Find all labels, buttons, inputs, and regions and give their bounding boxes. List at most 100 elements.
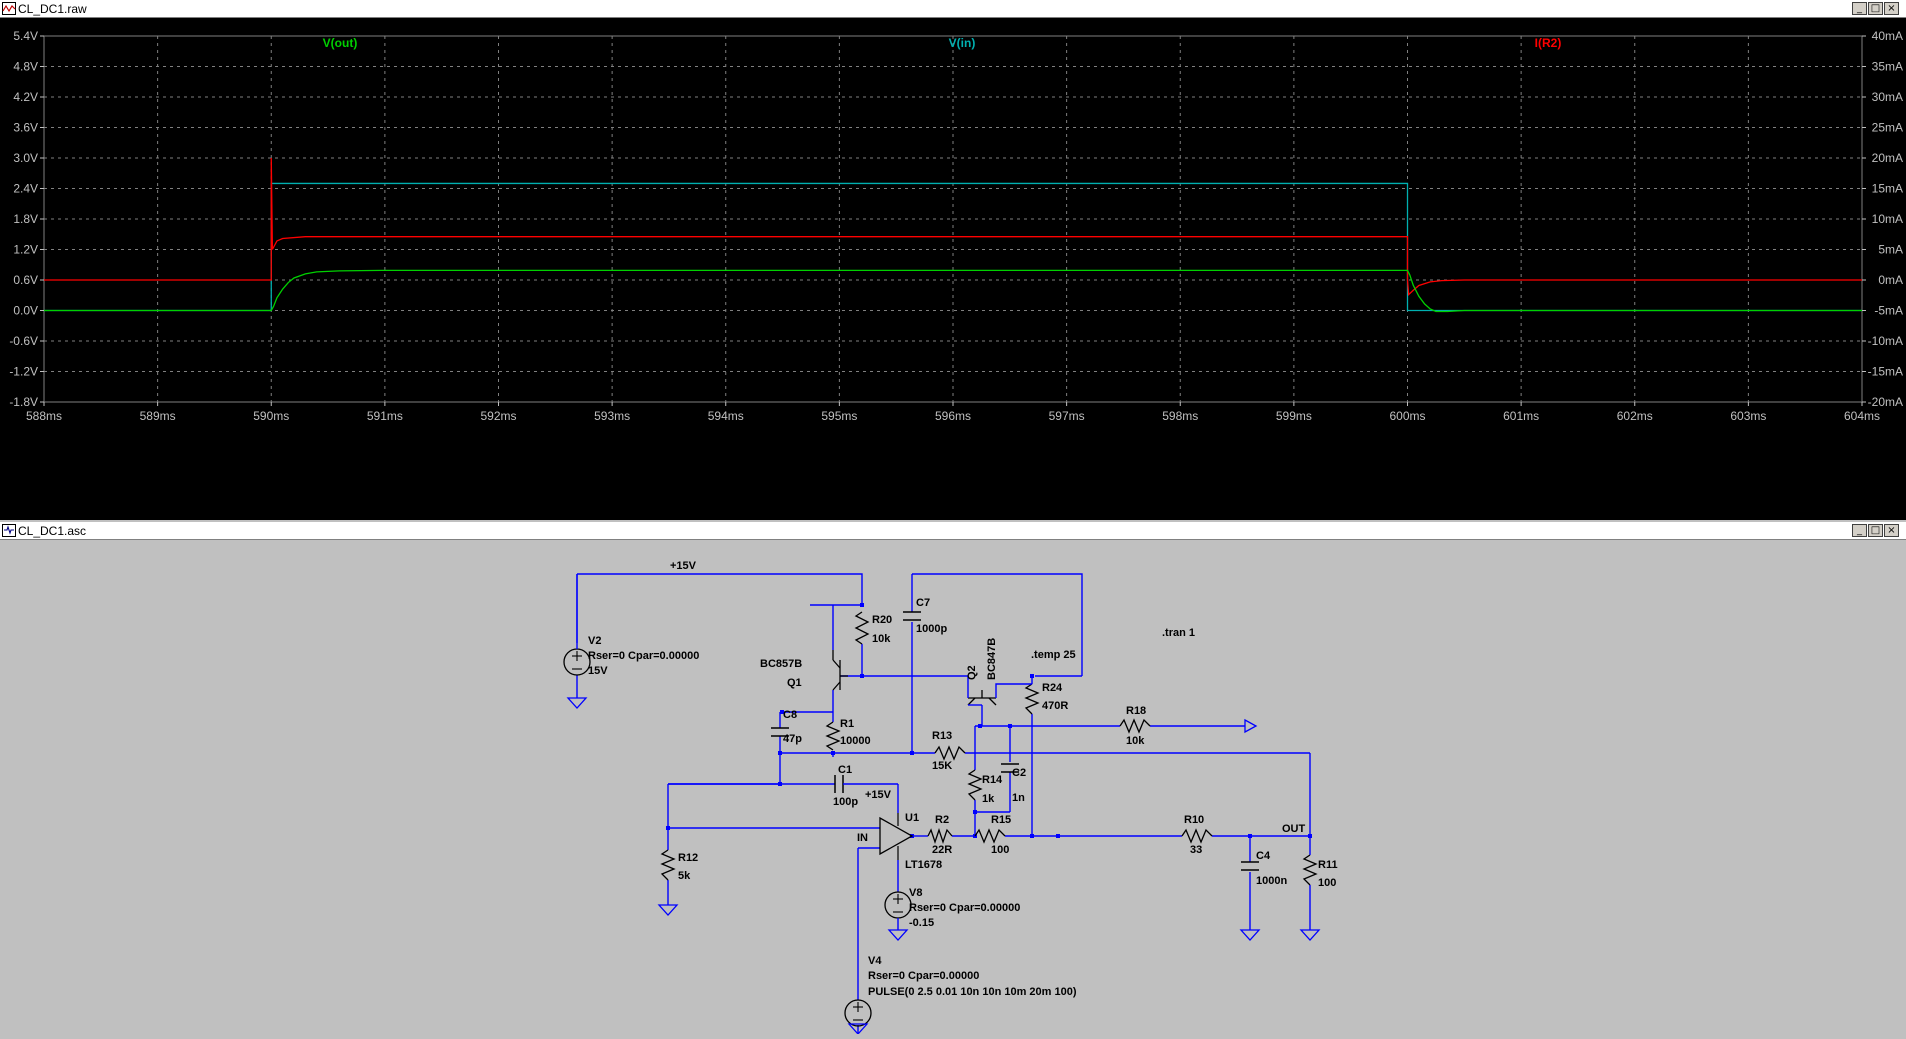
minimize-button[interactable]: _ (1852, 2, 1867, 15)
v2-params: Rser=0 Cpar=0.00000 (588, 650, 699, 662)
r1-value: 10000 (840, 735, 871, 747)
c4-value: 1000n (1256, 875, 1287, 887)
trace-i-r2- (44, 157, 1862, 297)
q1-name: Q1 (787, 677, 802, 689)
c8-value: 47p (783, 733, 802, 745)
v8-value: -0.15 (909, 917, 934, 929)
x-tick-label: 591ms (367, 409, 403, 423)
schematic-window[interactable]: CL_DC1.asc _ □ × (0, 522, 1906, 1035)
u1-type: LT1678 (905, 859, 942, 871)
waveform-titlebar[interactable]: CL_DC1.raw _ □ × (0, 0, 1906, 18)
close-button[interactable]: × (1884, 524, 1899, 537)
c2-value: 1n (1012, 792, 1025, 804)
y-tick-label: 2.4V (13, 182, 38, 196)
y-tick-label: 1.2V (13, 243, 38, 257)
resistors (660, 611, 1318, 886)
r24-name: R24 (1042, 682, 1063, 694)
minimize-button[interactable]: _ (1852, 524, 1867, 537)
r10-symbol (1181, 828, 1213, 844)
c8-name: C8 (783, 709, 797, 721)
r24-value: 470R (1042, 700, 1068, 712)
ground-icon (887, 929, 909, 941)
schematic-icon (2, 524, 16, 537)
r11-value: 100 (1318, 877, 1336, 889)
q1-type: BC857B (760, 658, 802, 670)
y-tick-label: 4.8V (13, 60, 38, 74)
x-tick-label: 593ms (594, 409, 630, 423)
y2-tick-label: 5mA (1878, 243, 1903, 257)
y2-tick-label: 15mA (1872, 182, 1903, 196)
c1-value: 100p (833, 796, 858, 808)
out-net-label: OUT (1282, 823, 1306, 835)
r13-name: R13 (932, 730, 952, 742)
r12-symbol (660, 849, 676, 881)
y-tick-label: 0.6V (13, 273, 38, 287)
y-tick-label: 5.4V (13, 29, 38, 43)
plot-traces (44, 157, 1862, 313)
r13-value: 15K (932, 760, 952, 772)
r12-name: R12 (678, 852, 698, 864)
r2-value: 22R (932, 844, 952, 856)
y-tick-label: -1.2V (9, 365, 38, 379)
y2-tick-label: 25mA (1872, 121, 1903, 135)
legend-v-in-: V(in) (949, 36, 976, 50)
r14-symbol (967, 769, 983, 801)
r18-name: R18 (1126, 705, 1146, 717)
r15-symbol (974, 828, 1006, 844)
maximize-button[interactable]: □ (1868, 2, 1883, 15)
x-tick-label: 588ms (26, 409, 62, 423)
x-tick-label: 594ms (708, 409, 744, 423)
y2-tick-label: 40mA (1872, 29, 1903, 43)
u1-opamp-symbol (879, 816, 914, 856)
y2-tick-label: 10mA (1872, 212, 1903, 226)
ground-symbols (566, 697, 1321, 1035)
r15-value: 100 (991, 844, 1009, 856)
c1-name: C1 (838, 764, 852, 776)
r18-symbol (1119, 718, 1151, 734)
x-tick-label: 597ms (1049, 409, 1085, 423)
q1-symbol (832, 650, 848, 691)
r1-symbol (825, 721, 841, 751)
r15-name: R15 (991, 814, 1011, 826)
waveform-icon (2, 2, 16, 15)
y2-tick-label: -10mA (1868, 334, 1903, 348)
v4-name: V4 (868, 955, 882, 967)
x-tick-label: 600ms (1389, 409, 1425, 423)
r20-value: 10k (872, 633, 891, 645)
temp-directive: .temp 25 (1031, 649, 1076, 661)
u1-name: U1 (905, 812, 919, 824)
v4-params: Rser=0 Cpar=0.00000 (868, 970, 979, 982)
y2-tick-label: 0mA (1878, 273, 1903, 287)
x-tick-label: 589ms (140, 409, 176, 423)
y2-tick-label: 30mA (1872, 90, 1903, 104)
y2-tick-label: -20mA (1868, 395, 1903, 409)
x-tick-label: 601ms (1503, 409, 1539, 423)
maximize-button[interactable]: □ (1868, 524, 1883, 537)
x-tick-label: 602ms (1617, 409, 1653, 423)
q2-type: BC847B (986, 638, 998, 680)
p15v-u1-label: +15V (865, 789, 892, 801)
r14-value: 1k (982, 793, 995, 805)
r11-symbol (1302, 854, 1318, 886)
x-tick-label: 596ms (935, 409, 971, 423)
y2-tick-label: -15mA (1868, 365, 1903, 379)
plot-legend: V(out)V(in)I(R2) (323, 36, 1562, 50)
v8-params: Rser=0 Cpar=0.00000 (909, 902, 1020, 914)
ground-icon (1239, 929, 1261, 941)
y2-tick-label: 20mA (1872, 151, 1903, 165)
close-button[interactable]: × (1884, 2, 1899, 15)
y-tick-label: -1.8V (9, 395, 38, 409)
schematic-title: CL_DC1.asc (18, 524, 87, 538)
x-tick-label: 590ms (253, 409, 289, 423)
c4-name: C4 (1256, 850, 1271, 862)
y-tick-label: 3.0V (13, 151, 38, 165)
circuit-schematic[interactable]: +15V V2 Rser=0 Cpar=0.00000 15V R20 10k … (0, 540, 1906, 1035)
r20-name: R20 (872, 614, 892, 626)
r10-name: R10 (1184, 814, 1204, 826)
schematic-canvas[interactable]: +15V V2 Rser=0 Cpar=0.00000 15V R20 10k … (0, 540, 1906, 1035)
schematic-titlebar[interactable]: CL_DC1.asc _ □ × (0, 522, 1906, 540)
